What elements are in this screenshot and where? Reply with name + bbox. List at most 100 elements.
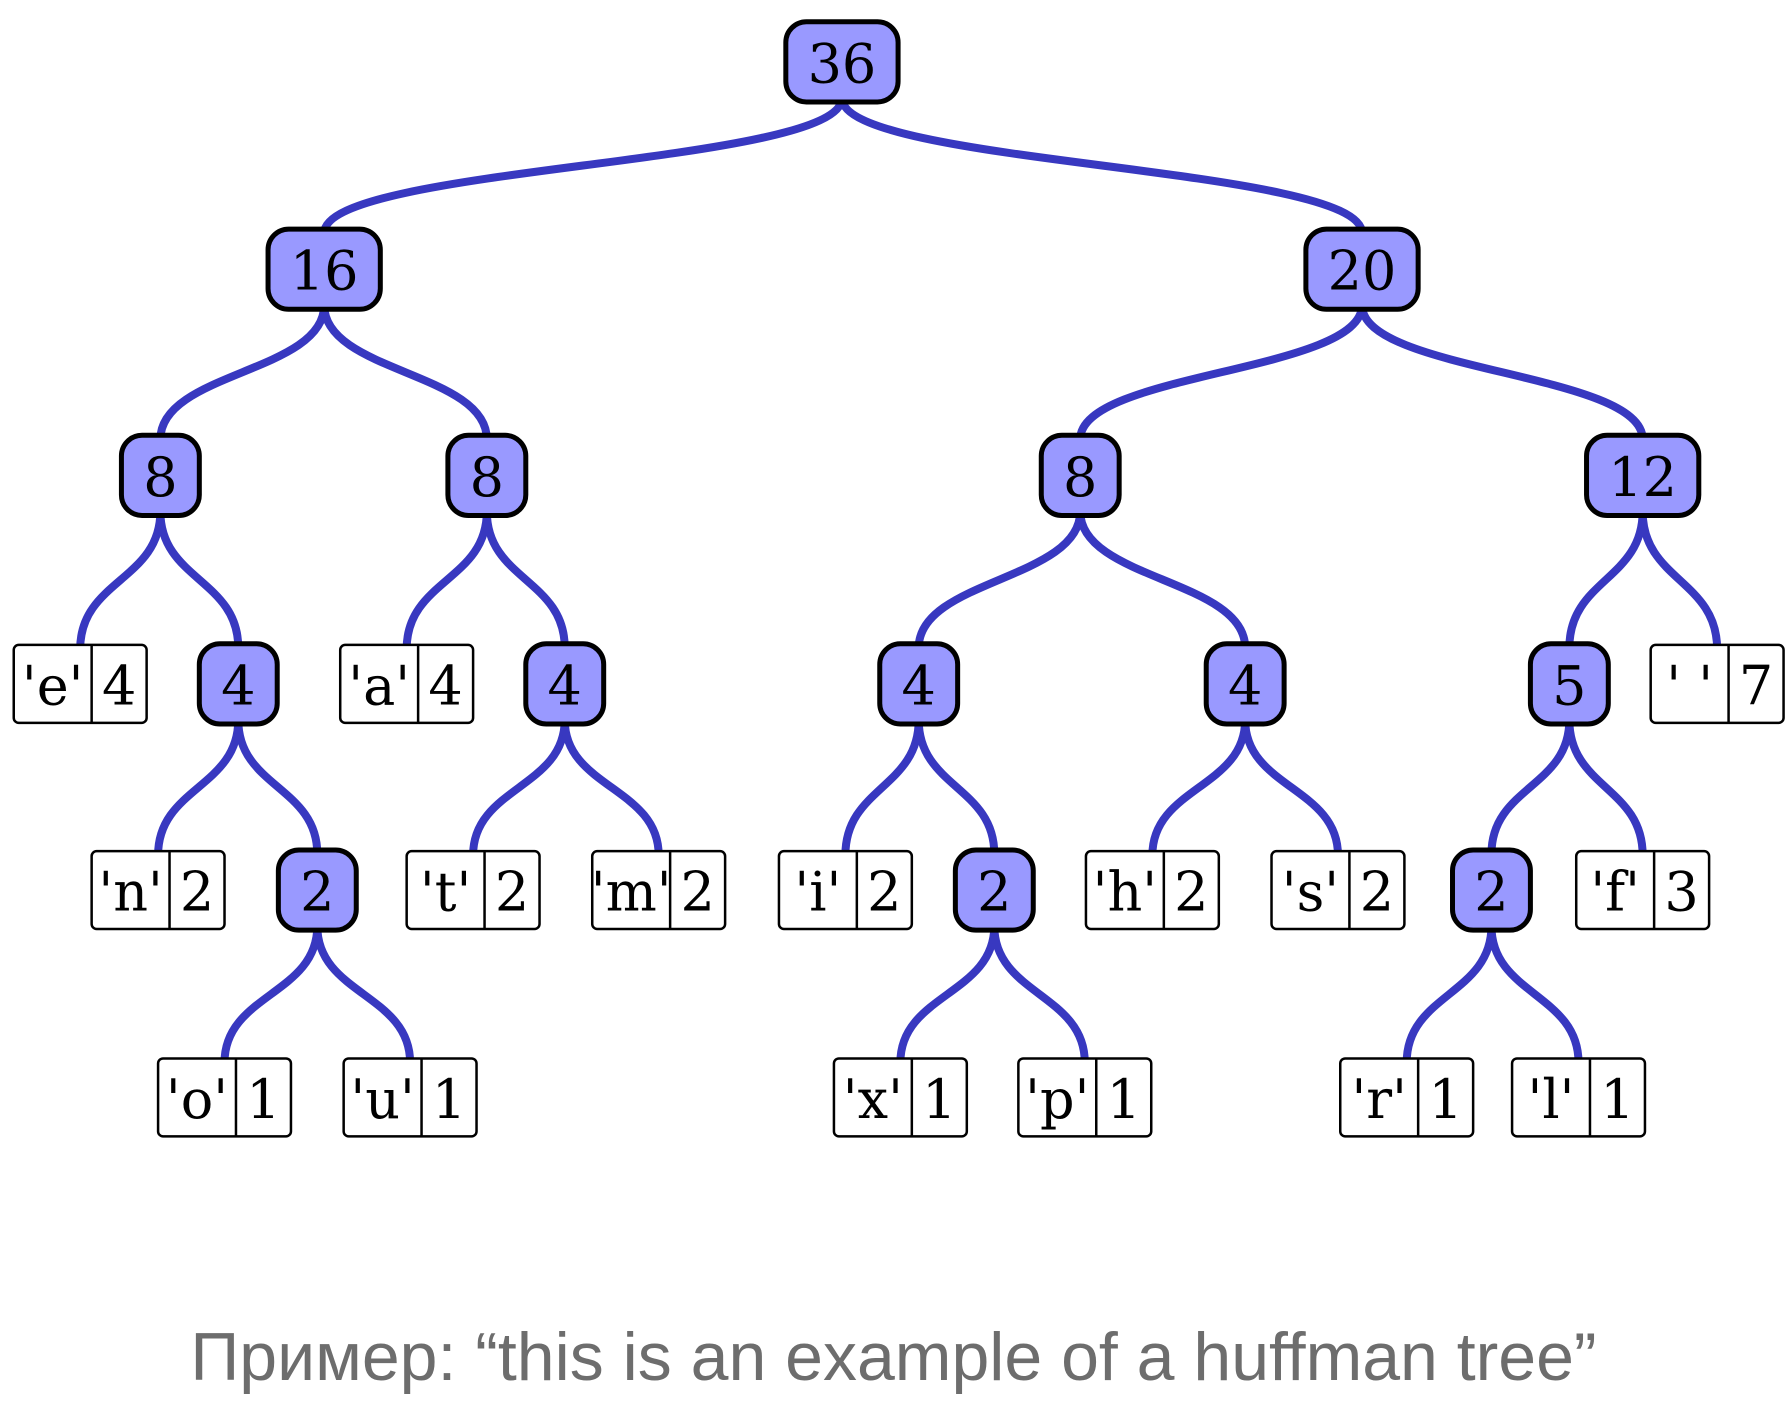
leaf-node: 'r' 1: [1339, 1057, 1475, 1138]
tree-edge: [469, 715, 569, 860]
node-weight: 36: [808, 32, 877, 95]
leaf-weight: 1: [1428, 1068, 1462, 1131]
tree-edge: [841, 715, 923, 860]
leaf-node: 'm'2: [590, 849, 727, 931]
leaf-symbol: 'r': [1351, 1068, 1407, 1131]
leaf-box: [1649, 643, 1785, 725]
leaf-symbol: 'n': [98, 861, 162, 924]
leaf-box: [1084, 849, 1221, 931]
leaf-weight: 1: [246, 1068, 280, 1131]
leaf-box: [1339, 1057, 1475, 1138]
internal-node-box: [1527, 641, 1611, 727]
leaf-symbol: 'i': [794, 861, 841, 924]
internal-node: 20: [1303, 226, 1421, 312]
tree-edges: [76, 93, 1722, 1067]
leaf-node: 'x'1: [832, 1057, 969, 1138]
tree-edge: [560, 715, 663, 860]
leaf-weight: 1: [1600, 1068, 1634, 1131]
leaf-weight: 2: [180, 861, 214, 924]
leaf-box: [590, 849, 727, 931]
leaf-symbol: 'f': [1590, 861, 1640, 924]
leaf-symbol: 'u': [350, 1068, 414, 1131]
internal-node-box: [1584, 432, 1702, 518]
tree-edge: [1565, 715, 1647, 860]
leaf-node: 'e' 4: [12, 643, 148, 725]
tree-edge: [1565, 507, 1647, 652]
leaf-weight: 4: [428, 654, 462, 717]
tree-edge: [1487, 922, 1583, 1067]
internal-node-box: [1038, 432, 1122, 518]
internal-node: 5: [1527, 641, 1611, 727]
internal-node: 2: [275, 847, 359, 933]
internal-node-box: [1450, 847, 1533, 933]
internal-node: 4: [196, 641, 280, 727]
leaf-node: 'p'1: [1017, 1057, 1153, 1138]
leaf-weight: 4: [102, 654, 136, 717]
leaf-box: [1510, 1057, 1647, 1138]
tree-edge: [1076, 301, 1367, 444]
tree-edge: [1241, 715, 1342, 860]
internal-node-box: [1303, 226, 1421, 312]
internal-node: 2: [1450, 847, 1533, 933]
internal-node-box: [265, 226, 383, 312]
node-weight: 8: [470, 446, 504, 509]
node-weight: 20: [1328, 240, 1397, 303]
leaf-node: 'f' 3: [1574, 849, 1711, 931]
node-weight: 2: [300, 861, 334, 924]
leaf-weight: 2: [1360, 861, 1394, 924]
leaf-node: 'h'2: [1084, 849, 1221, 931]
leaf-symbol: 'o': [166, 1068, 228, 1131]
leaf-symbol: ' ': [1666, 654, 1713, 717]
leaf-box: [405, 849, 541, 931]
tree-edge: [482, 507, 569, 652]
node-weight: 2: [977, 861, 1011, 924]
internal-node-box: [275, 847, 359, 933]
leaf-node: 'i'2: [777, 849, 914, 931]
leaf-symbol: 'm': [591, 861, 672, 924]
leaf-symbol: 'a': [348, 654, 410, 717]
leaf-box: [90, 849, 226, 931]
tree-edge: [220, 922, 322, 1067]
tree-edge: [837, 93, 1367, 238]
internal-node: 4: [877, 641, 961, 727]
internal-node: 8: [1038, 432, 1122, 518]
leaf-box: [156, 1057, 293, 1138]
tree-edge: [313, 922, 415, 1067]
leaf-box: [777, 849, 914, 931]
node-weight: 8: [1063, 446, 1097, 509]
internal-node: 16: [265, 226, 383, 312]
tree-edge: [156, 507, 243, 652]
internal-node: 8: [118, 432, 202, 518]
tree-edge: [1402, 922, 1496, 1067]
internal-node: 36: [783, 19, 901, 105]
internal-node-box: [877, 641, 961, 727]
tree-edge: [320, 301, 491, 444]
internal-node-box: [1203, 641, 1287, 727]
tree-edge: [1358, 301, 1647, 444]
tree-edge: [914, 507, 1085, 652]
leaf-box: [1574, 849, 1711, 931]
tree-edge: [76, 507, 165, 653]
leaf-box: [832, 1057, 969, 1138]
internal-node-box: [445, 432, 529, 518]
tree-edge: [896, 922, 999, 1067]
caption: Пример: “this is an example of a huffman…: [190, 1319, 1597, 1395]
tree-edge: [1487, 715, 1574, 858]
tree-edge: [914, 715, 999, 858]
node-weight: 16: [290, 240, 359, 303]
leaf-node: 'o' 1: [156, 1057, 293, 1138]
leaf-weight: 2: [495, 861, 529, 924]
leaf-symbol: 's': [1282, 861, 1339, 924]
node-weight: 2: [1474, 861, 1508, 924]
leaf-node: 's' 2: [1270, 849, 1406, 931]
node-weight: 12: [1608, 446, 1677, 509]
leaf-weight: 7: [1739, 654, 1773, 717]
internal-node: 4: [1203, 641, 1287, 727]
leaf-box: [12, 643, 148, 725]
internal-node-box: [952, 847, 1036, 933]
leaf-symbol: 'e': [22, 654, 84, 717]
leaf-weight: 2: [680, 861, 714, 924]
leaf-weight: 3: [1664, 861, 1698, 924]
leaf-weight: 1: [1107, 1068, 1141, 1131]
internal-node: 8: [445, 432, 529, 518]
